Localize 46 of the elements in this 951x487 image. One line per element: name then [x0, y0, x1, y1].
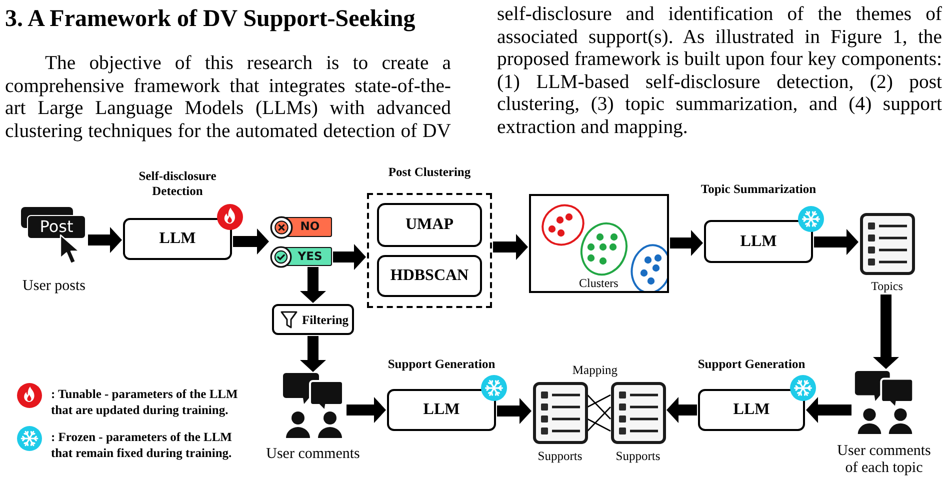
cluster-panel	[529, 194, 669, 293]
node-caption: User comments	[266, 446, 360, 463]
stage-heading: Post Clustering	[388, 165, 471, 180]
block-arrow	[333, 244, 366, 270]
box-label: LLM	[733, 400, 770, 420]
block-arrow	[814, 229, 858, 255]
legend-text: : Tunable - parameters of the LLM that are updated during training.	[51, 387, 239, 418]
stage-heading: Support Generation	[698, 357, 806, 372]
block-arrow	[873, 294, 899, 369]
mapping-line	[587, 406, 611, 432]
box-label: HDBSCAN	[390, 266, 469, 286]
filter-box	[272, 304, 354, 335]
node-caption: User posts	[22, 278, 86, 295]
block-arrow	[233, 228, 269, 254]
block-arrow	[346, 397, 386, 423]
block-arrow	[806, 397, 852, 423]
node-caption: User comments of each topic	[836, 443, 932, 477]
method-box	[377, 203, 482, 247]
box-label: Filtering	[302, 312, 349, 328]
node-caption: Supports	[538, 449, 582, 464]
block-arrow	[493, 234, 528, 260]
panel-caption: Clusters	[579, 276, 618, 290]
stage-heading: Self-disclosure Detection	[138, 169, 218, 199]
section-heading: 3. A Framework of DV Support-Seeking	[5, 5, 416, 33]
mapping-line	[587, 394, 611, 420]
block-arrow	[670, 230, 703, 256]
legend-text: : Frozen - parameters of the LLM that remain fixed during training.	[51, 430, 233, 461]
mapping-label: Mapping	[571, 362, 619, 378]
mapping-line	[587, 394, 611, 408]
node-caption: Topics	[871, 280, 903, 294]
block-arrow	[300, 267, 326, 303]
node-caption: Supports	[616, 449, 660, 464]
stage-heading: Support Generation	[388, 357, 496, 372]
mapping-line	[587, 418, 611, 432]
block-arrow	[300, 336, 326, 372]
block-arrow	[497, 398, 532, 424]
box-label: UMAP	[406, 215, 454, 235]
body-paragraph: self-disclosure and identification of the themes of associated support(s). As illustrated in Figure 1, the proposed framework is built upon four key components: (1) LLM-based self-disclosure detection, (2) post clustering, (3) topic summarization, and (4) support extraction and mapping.	[497, 3, 942, 138]
box-label: LLM	[423, 400, 460, 420]
stage-heading: Topic Summarization	[700, 182, 816, 197]
box-label: LLM	[159, 229, 196, 249]
method-box	[377, 255, 482, 297]
block-arrow	[88, 227, 122, 253]
box-label: LLM	[740, 232, 777, 252]
block-arrow	[666, 397, 697, 423]
body-paragraph: The objective of this research is to create a comprehensive framework that integrates state-of-the-art Large Language Models (LLMs) with advanced clustering techniques for the automated detection of DV	[5, 52, 451, 142]
